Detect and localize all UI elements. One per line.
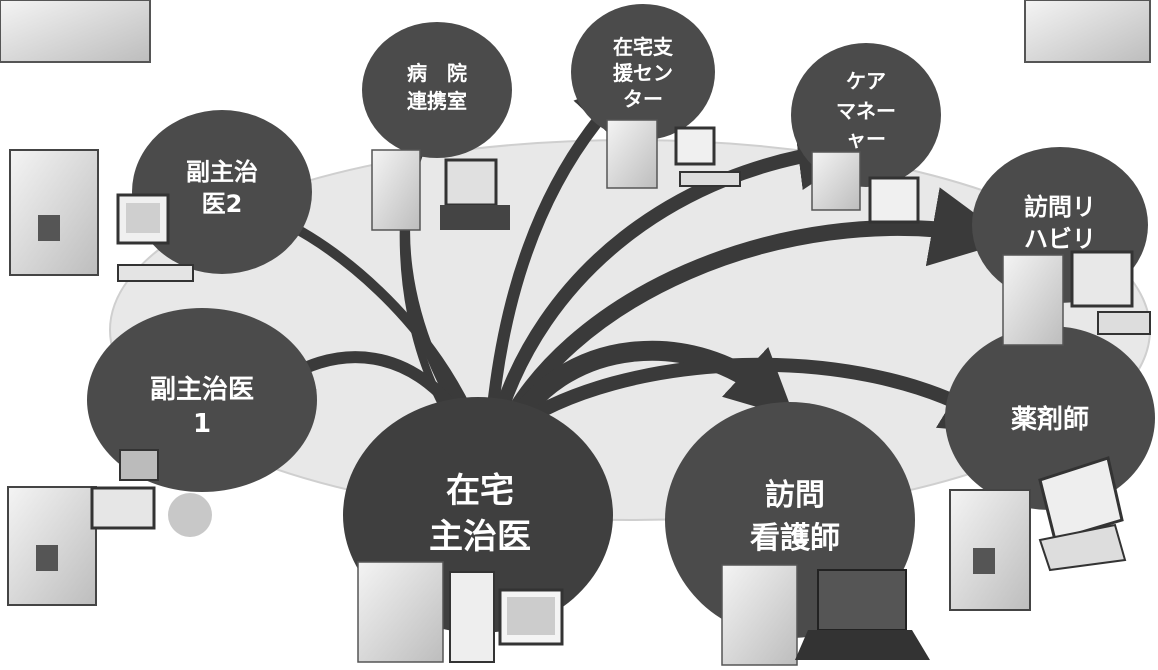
label-line: 連携室 bbox=[407, 89, 467, 113]
laptop-icon bbox=[1038, 456, 1127, 572]
label-line: ャー bbox=[846, 127, 886, 151]
node-hospital: 病 院 連携室 bbox=[362, 22, 512, 158]
tower-pc-icon bbox=[449, 571, 495, 663]
label-line: 在宅 bbox=[446, 471, 514, 511]
node-care-manager: ケア マネー ャー bbox=[791, 43, 941, 187]
software-box-icon bbox=[606, 119, 658, 189]
node-support-center: 在宅支 援セン ター bbox=[571, 4, 715, 140]
computer-icon bbox=[674, 126, 741, 187]
software-box-icon bbox=[1002, 254, 1064, 346]
software-box-icon bbox=[357, 561, 444, 663]
label-line: 副主治医 bbox=[150, 375, 254, 405]
software-box-icon bbox=[7, 486, 97, 606]
software-box-icon bbox=[0, 0, 151, 63]
label-line: 医2 bbox=[202, 190, 243, 218]
computer-icon bbox=[498, 588, 564, 646]
software-box-icon bbox=[949, 489, 1031, 611]
label-line: 訪問 bbox=[765, 478, 825, 513]
label-line: 看護師 bbox=[750, 521, 840, 556]
arrow-to-support bbox=[484, 77, 637, 441]
software-box-icon bbox=[721, 564, 798, 666]
software-box-icon bbox=[371, 149, 421, 231]
computer-icon bbox=[868, 176, 920, 224]
label-line: 病 院 bbox=[407, 61, 467, 85]
node-sub-doctor-1: 副主治医 1 bbox=[87, 308, 317, 492]
label-line: 副主治 bbox=[186, 158, 258, 186]
label-line: ター bbox=[623, 87, 663, 111]
arrow-to-care-manager bbox=[488, 120, 868, 432]
computer-icon bbox=[440, 158, 510, 230]
label-line: 1 bbox=[193, 409, 211, 439]
node-sub-doctor-2: 副主治 医2 bbox=[132, 110, 312, 274]
software-box-icon bbox=[9, 149, 99, 276]
label-line: 在宅支 bbox=[613, 35, 674, 59]
software-box-icon bbox=[811, 151, 861, 211]
computer-icon bbox=[116, 193, 194, 282]
laptop-icon bbox=[795, 569, 930, 660]
label-line: 薬剤師 bbox=[1011, 404, 1089, 435]
software-box-icon bbox=[1024, 0, 1151, 63]
label-line: 主治医 bbox=[429, 517, 531, 557]
label-line: ケア bbox=[846, 69, 886, 93]
label-line: ハビリ bbox=[1024, 225, 1096, 253]
label-line: 援セン bbox=[613, 61, 673, 85]
label-line: マネー bbox=[836, 99, 896, 123]
label-line: 訪問リ bbox=[1024, 193, 1096, 221]
arrow-to-nurse bbox=[496, 340, 795, 445]
arrow-to-pharmacist bbox=[505, 357, 1014, 436]
computer-icon bbox=[90, 449, 212, 537]
computer-icon bbox=[1070, 250, 1151, 335]
arrow-to-rehab bbox=[492, 187, 1012, 444]
